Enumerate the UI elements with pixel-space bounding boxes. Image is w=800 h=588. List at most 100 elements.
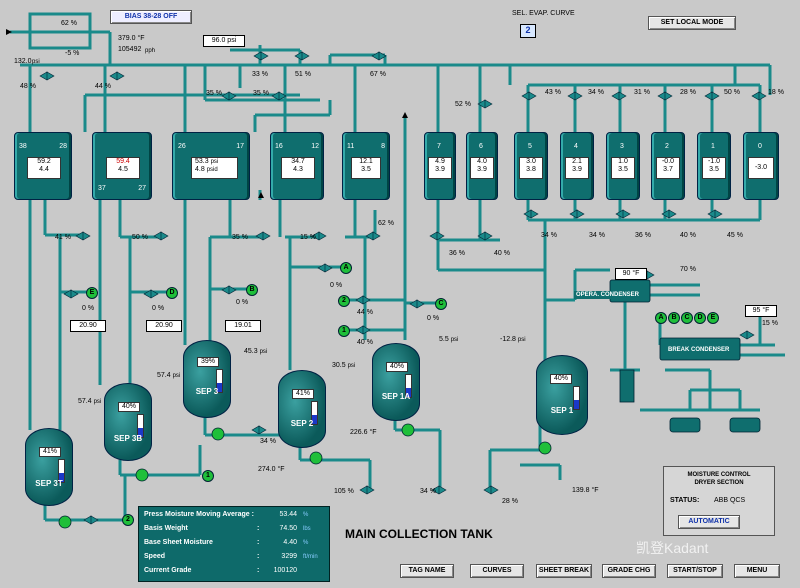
info-value-base-sheet-moisture: 4.40 (283, 539, 297, 546)
process-info-panel: Press Moisture Moving Average : 53.44 % … (138, 506, 330, 582)
sep-1a[interactable]: 40% SEP 1A (372, 343, 420, 421)
pressure-128: -12.8 psi (500, 336, 526, 343)
valve-pct-70: 70 % (680, 266, 696, 273)
sep-3[interactable]: 39% SEP 3 (183, 340, 231, 418)
curves-button[interactable]: CURVES (470, 564, 524, 578)
pump-1-marker[interactable]: 1 (202, 470, 214, 482)
valve-pct-51: 51 % (295, 71, 311, 78)
set-value-2[interactable]: 20.90 (146, 320, 182, 332)
info-unit: % (303, 540, 309, 546)
valve-pct-b0: 0 % (236, 299, 249, 306)
sep-label: SEP 1A (381, 392, 411, 401)
watermark: 凯登Kadant (636, 540, 709, 556)
sep-1[interactable]: 40% SEP 1 (536, 355, 588, 435)
circle-1[interactable]: 1 (338, 325, 350, 337)
tank-label: 37 (98, 185, 106, 192)
valve-pct-33: 33 % (252, 71, 268, 78)
circle-d[interactable]: D (166, 287, 178, 299)
sep-label: SEP 3 (195, 387, 219, 396)
circle-e[interactable]: E (86, 287, 98, 299)
valve-pct-d0: 0 % (152, 305, 165, 312)
tank-readout: 53.3 psi 4.8 psid (191, 157, 238, 179)
break-condenser-temp[interactable]: 95 °F (745, 305, 777, 317)
tank-26-17[interactable]: 26 17 53.3 psi 4.8 psid (172, 132, 250, 200)
moisture-control-panel: MOISTURE CONTROL DRYER SECTION STATUS: A… (663, 466, 775, 536)
level-readout: 41% (39, 447, 61, 457)
condenser-circle-b[interactable]: B (668, 312, 680, 324)
level-readout: 39% (197, 357, 219, 367)
sep-3t[interactable]: 41% SEP 3T (25, 428, 73, 506)
set-value-3[interactable]: 19.01 (225, 320, 261, 332)
valve-pct-15b: 15 % (762, 320, 778, 327)
sep-3b[interactable]: 40% SEP 3B (104, 383, 152, 461)
valve-pct-62: 62 % (378, 220, 394, 227)
sel-evap-value[interactable]: 2 (520, 24, 536, 38)
readout-temp: 379.0 °F (118, 35, 145, 42)
circle-c[interactable]: C (435, 298, 447, 310)
tank-label: 3 (620, 143, 624, 150)
sep-label: SEP 3B (113, 434, 143, 443)
tank-label: 16 (275, 143, 283, 150)
tank-readout: -3.0 (748, 157, 774, 179)
sep-label: SEP 3T (35, 479, 63, 488)
valve-pct-e0: 0 % (82, 305, 95, 312)
info-colon: : (257, 567, 260, 574)
pressure-574a: 57.4 psi (78, 398, 102, 405)
bias-button[interactable]: BIAS 38-28 OFF (110, 10, 192, 24)
moisture-title-1: MOISTURE CONTROL (687, 472, 751, 478)
tank-label: 1 (711, 143, 715, 150)
tank-0[interactable]: 0 -3.0 (743, 132, 779, 200)
grade-chg-button[interactable]: GRADE CHG (602, 564, 656, 578)
tank-label: 8 (381, 143, 385, 150)
break-condenser-label: BREAK CONDENSER (668, 347, 730, 353)
condenser-circle-a[interactable]: A (655, 312, 667, 324)
level-readout: 41% (292, 389, 314, 399)
circle-a[interactable]: A (340, 262, 352, 274)
set-value-1[interactable]: 20.90 (70, 320, 106, 332)
info-label-speed: Speed (144, 553, 166, 560)
valve-pct-52: 52 % (455, 101, 471, 108)
condenser-circle-c[interactable]: C (681, 312, 693, 324)
tank-label: 26 (178, 143, 186, 150)
menu-button[interactable]: MENU (734, 564, 780, 578)
sep-2[interactable]: 41% SEP 2 (278, 370, 326, 448)
condenser-circle-d[interactable]: D (694, 312, 706, 324)
pressure-305: 30.5 psi (332, 362, 356, 369)
info-value-speed: 3299 (281, 553, 297, 560)
temp-2266: 226.6 °F (350, 429, 377, 436)
circle-b[interactable]: B (246, 284, 258, 296)
opera-condenser-label: OPERA. CONDENSER (574, 291, 642, 299)
pump-2-marker[interactable]: 2 (122, 514, 134, 526)
tag-name-button[interactable]: TAG NAME (400, 564, 454, 578)
valve-pct-34e: 34 % (420, 488, 436, 495)
condenser-circle-e[interactable]: E (707, 312, 719, 324)
info-value-basis-weight: 74.50 (279, 525, 297, 532)
readout-96[interactable]: 96.0 psi (203, 35, 245, 47)
start-stop-button[interactable]: START/STOP (667, 564, 723, 578)
valve-pct-35c: 35 % (232, 234, 248, 241)
automatic-button[interactable]: AUTOMATIC (678, 515, 740, 529)
circle-2[interactable]: 2 (338, 295, 350, 307)
sheet-break-button[interactable]: SHEET BREAK (536, 564, 592, 578)
pressure-574b: 57.4 psi (157, 372, 181, 379)
opera-condenser-temp[interactable]: 90 °F (615, 268, 647, 280)
valve-pct-40b: 40 % (680, 232, 696, 239)
readout-132: 132.0 (14, 58, 32, 65)
main-collection-tank-label: MAIN COLLECTION TANK (345, 527, 493, 541)
set-local-mode-button[interactable]: SET LOCAL MODE (648, 16, 736, 30)
